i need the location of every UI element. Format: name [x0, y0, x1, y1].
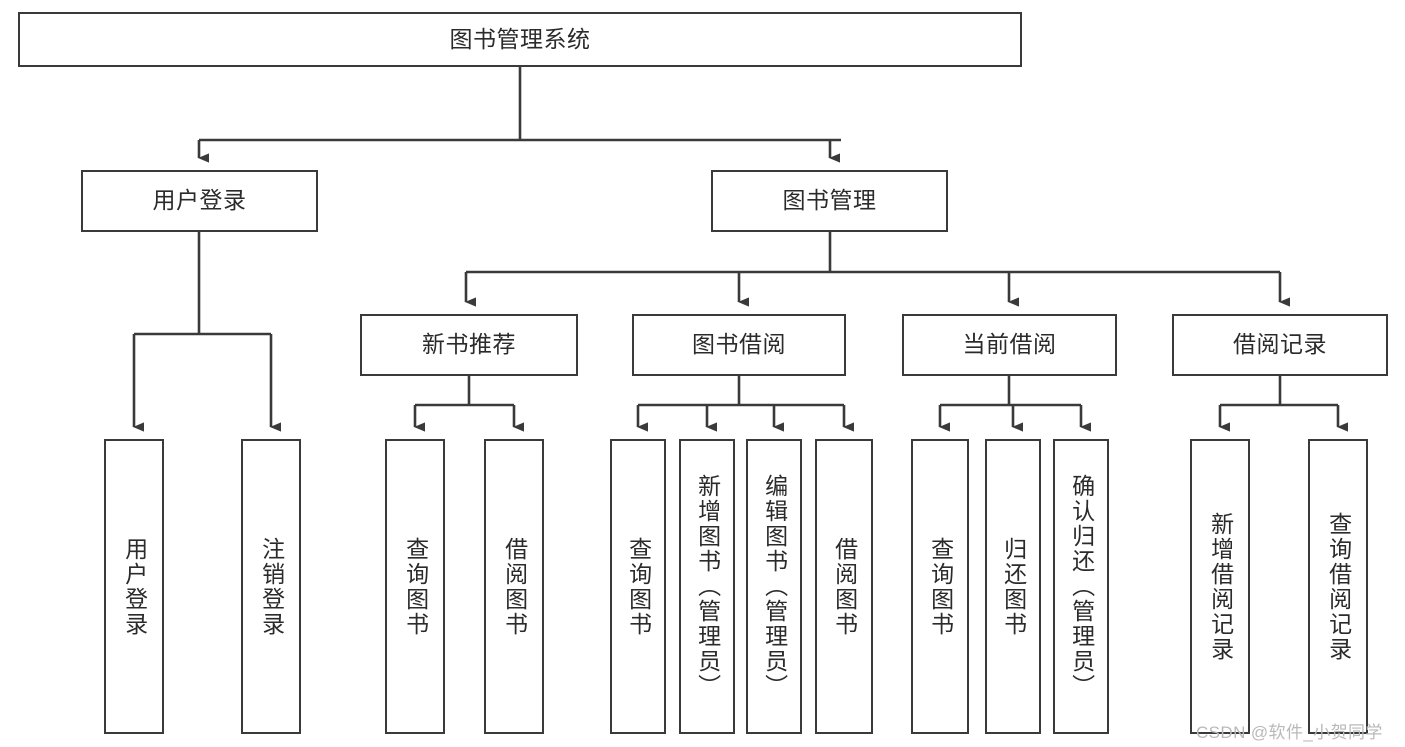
node-leaf-borrow-add-book[interactable]: 新增图书（管理员） [679, 439, 735, 734]
node-leaf-current-query-book-label: 查询图书 [927, 536, 954, 637]
node-new-book-recommend-label: 新书推荐 [422, 331, 516, 358]
node-leaf-borrow-edit-book-label: 编辑图书（管理员） [761, 474, 788, 699]
node-book-borrow-label: 图书借阅 [692, 331, 786, 358]
node-root-label: 图书管理系统 [449, 25, 591, 52]
node-leaf-borrow-borrow-book-label: 借阅图书 [831, 536, 858, 637]
node-user-login[interactable]: 用户登录 [81, 170, 318, 232]
node-leaf-user-login-label: 用户登录 [121, 536, 148, 637]
node-leaf-current-query-book[interactable]: 查询图书 [911, 439, 969, 734]
node-borrow-record-label: 借阅记录 [1233, 331, 1327, 358]
node-leaf-current-confirm-return-label: 确认归还（管理员） [1068, 474, 1095, 699]
node-leaf-current-return-book[interactable]: 归还图书 [985, 439, 1041, 734]
node-leaf-record-add[interactable]: 新增借阅记录 [1190, 439, 1250, 734]
connector-current-borrow-to-leaves [938, 376, 1091, 432]
node-new-book-recommend[interactable]: 新书推荐 [360, 314, 578, 376]
node-leaf-current-confirm-return[interactable]: 确认归还（管理员） [1053, 439, 1109, 734]
connector-root-to-level2 [197, 67, 841, 163]
node-leaf-current-return-book-label: 归还图书 [1000, 536, 1027, 637]
watermark-text: CSDN @软件_小贺同学 [1196, 723, 1383, 742]
connector-user-login-to-leaves [132, 232, 281, 432]
node-leaf-record-query[interactable]: 查询借阅记录 [1308, 439, 1368, 734]
node-leaf-borrow-query-book[interactable]: 查询图书 [610, 439, 666, 734]
node-leaf-recommend-query-book-label: 查询图书 [402, 536, 429, 637]
node-leaf-borrow-borrow-book[interactable]: 借阅图书 [815, 439, 873, 734]
node-leaf-recommend-query-book[interactable]: 查询图书 [385, 439, 445, 734]
connector-book-management-to-level3 [464, 232, 1290, 307]
node-leaf-user-login[interactable]: 用户登录 [104, 439, 164, 734]
node-borrow-record[interactable]: 借阅记录 [1172, 314, 1388, 376]
connector-new-book-recommend-to-leaves [413, 376, 524, 432]
node-leaf-user-logout-label: 注销登录 [258, 536, 285, 637]
node-current-borrow-label: 当前借阅 [962, 331, 1057, 358]
node-book-management-label: 图书管理 [782, 187, 877, 214]
node-book-management[interactable]: 图书管理 [711, 170, 948, 232]
node-user-login-label: 用户登录 [152, 187, 247, 214]
connector-borrow-record-to-leaves [1218, 376, 1348, 432]
node-root[interactable]: 图书管理系统 [18, 12, 1022, 67]
node-book-borrow[interactable]: 图书借阅 [632, 314, 846, 376]
node-leaf-recommend-borrow-book[interactable]: 借阅图书 [484, 439, 544, 734]
node-leaf-borrow-query-book-label: 查询图书 [625, 536, 652, 637]
node-leaf-user-logout[interactable]: 注销登录 [241, 439, 301, 734]
node-leaf-borrow-edit-book[interactable]: 编辑图书（管理员） [746, 439, 802, 734]
node-leaf-record-add-label: 新增借阅记录 [1207, 511, 1234, 662]
connector-book-borrow-to-leaves [636, 376, 854, 432]
node-leaf-recommend-borrow-book-label: 借阅图书 [501, 536, 528, 637]
node-current-borrow[interactable]: 当前借阅 [902, 314, 1117, 376]
node-leaf-borrow-add-book-label: 新增图书（管理员） [694, 474, 721, 699]
node-leaf-record-query-label: 查询借阅记录 [1325, 511, 1352, 662]
